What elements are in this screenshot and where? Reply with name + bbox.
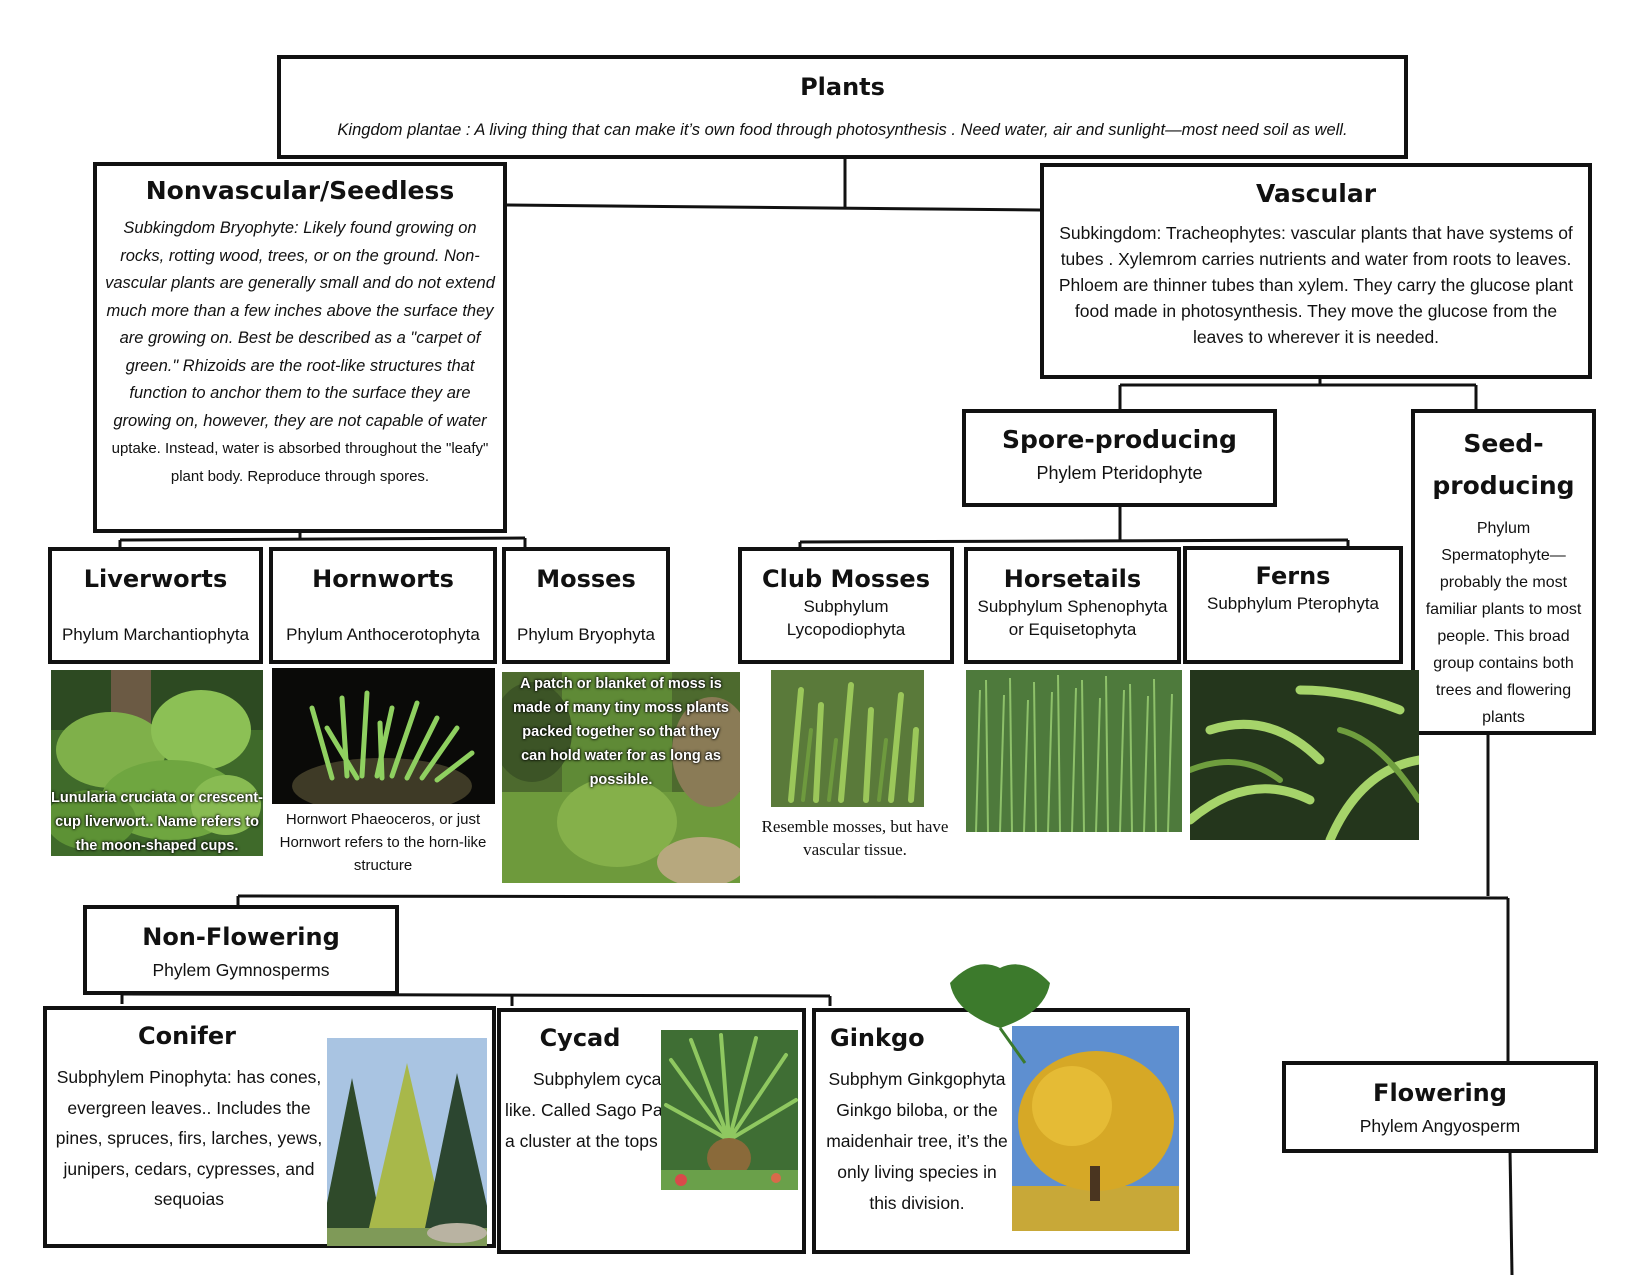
mosses-subtitle: Phylum Bryophyta	[517, 625, 655, 644]
hornworts-subtitle: Phylum Anthocerotophyta	[286, 625, 480, 644]
ginkgo-box: Ginkgo Subphym Ginkgophyta Ginkgo biloba…	[812, 1008, 1190, 1254]
club-moss-photo	[771, 670, 924, 807]
club-moss-caption: Resemble mosses, but have vascular tissu…	[761, 817, 949, 859]
horsetails-box: Horsetails Subphylum Sphenophyta or Equi…	[964, 547, 1181, 664]
moss-photo: A patch or blanket of moss is made of ma…	[502, 672, 740, 883]
seed-producing-description: Phylum Spermatophyte—probably the most f…	[1425, 520, 1582, 726]
club-mosses-title: Club Mosses	[762, 565, 930, 593]
seed-producing-box: Seed-producing Phylum Spermatophyte—prob…	[1411, 409, 1596, 735]
mosses-title: Mosses	[536, 565, 636, 593]
vascular-description: Subkingdom: Tracheophytes: vascular plan…	[1058, 223, 1574, 347]
cycad-box: Cycad Subphylem cycadophyta Palm-like. C…	[497, 1008, 806, 1254]
nonvascular-box: Nonvascular/Seedless Subkingdom Bryophyt…	[93, 162, 507, 533]
ferns-box: Ferns Subphylum Pterophyta	[1183, 546, 1403, 664]
non-flowering-title: Non-Flowering	[142, 923, 340, 951]
nonvascular-title: Nonvascular/Seedless	[145, 176, 455, 205]
nonvascular-description-italic: Subkingdom Bryophyte: Likely found growi…	[105, 219, 495, 430]
vascular-box: Vascular Subkingdom: Tracheophytes: vasc…	[1040, 163, 1592, 379]
ferns-title: Ferns	[1255, 562, 1331, 590]
vascular-title: Vascular	[1255, 179, 1377, 208]
liverworts-subtitle: Phylum Marchantiophyta	[61, 625, 250, 644]
mosses-box: Mosses Phylum Bryophyta	[502, 547, 670, 664]
spore-producing-subtitle: Phylem Pteridophyte	[1036, 463, 1203, 483]
non-flowering-box: Non-Flowering Phylem Gymnosperms	[83, 905, 399, 995]
plants-description: Kingdom plantae : A living thing that ca…	[337, 121, 1348, 139]
horsetails-title: Horsetails	[1003, 565, 1142, 593]
hornwort-caption: Hornwort Phaeoceros, or just Hornwort re…	[279, 811, 487, 874]
ginkgo-title: Ginkgo	[830, 1024, 925, 1052]
horsetails-subtitle: Subphylum Sphenophyta or Equisetophyta	[977, 597, 1168, 639]
flowering-subtitle: Phylem Angyosperm	[1359, 1116, 1521, 1136]
conifer-description: Subphylem Pinophyta: has cones, evergree…	[55, 1067, 323, 1209]
ferns-subtitle: Subphylum Pterophyta	[1207, 594, 1379, 613]
liverwort-photo: Lunularia cruciata or crescent-cup liver…	[51, 670, 263, 856]
ginkgo-description: Subphym Ginkgophyta Ginkgo biloba, or th…	[826, 1069, 1008, 1213]
liverwort-photo-caption: Lunularia cruciata or crescent-cup liver…	[51, 790, 263, 854]
spore-producing-box: Spore-producing Phylem Pteridophyte	[962, 409, 1277, 507]
ginkgo-tree-photo	[1012, 1026, 1179, 1231]
nonvascular-description-plain: uptake. Instead, water is absorbed throu…	[111, 440, 489, 485]
hornworts-box: Hornworts Phylum Anthocerotophyta	[269, 547, 497, 664]
cycad-title: Cycad	[539, 1024, 621, 1052]
hornwort-photo	[272, 668, 495, 804]
horsetail-photo	[966, 670, 1182, 832]
conifer-title: Conifer	[138, 1022, 236, 1050]
liverworts-title: Liverworts	[83, 565, 228, 593]
fern-photo	[1190, 670, 1419, 840]
plants-title: Plants	[800, 73, 885, 101]
club-mosses-subtitle: Subphylum Lycopodiophyta	[786, 597, 906, 639]
non-flowering-subtitle: Phylem Gymnosperms	[152, 960, 330, 980]
club-mosses-box: Club Mosses Subphylum Lycopodiophyta	[738, 547, 954, 664]
plants-box: Plants Kingdom plantae : A living thing …	[277, 55, 1408, 159]
liverworts-box: Liverworts Phylum Marchantiophyta	[48, 547, 263, 664]
spore-producing-title: Spore-producing	[1002, 425, 1237, 454]
ginkgo-leaf-icon	[950, 964, 1050, 1064]
hornworts-title: Hornworts	[312, 565, 454, 593]
flowering-title: Flowering	[1373, 1079, 1507, 1107]
cycad-photo	[661, 1030, 798, 1190]
seed-producing-title: Seed-producing	[1432, 429, 1575, 500]
conifer-box: Conifer Subphylem Pinophyta: has cones, …	[43, 1006, 496, 1248]
flowering-box: Flowering Phylem Angyosperm	[1282, 1061, 1598, 1153]
moss-photo-caption: A patch or blanket of moss is made of ma…	[513, 676, 729, 788]
conifer-photo	[327, 1038, 487, 1246]
